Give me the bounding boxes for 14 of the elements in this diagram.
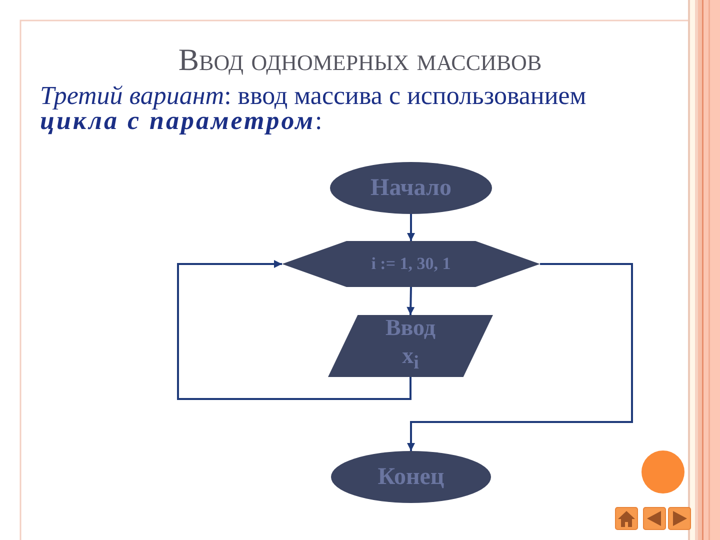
start-terminator <box>330 162 492 214</box>
node-text: Конец <box>378 462 444 492</box>
input-parallelogram <box>328 315 493 377</box>
loop-hexagon <box>282 241 540 287</box>
node-text: Начало <box>370 174 452 202</box>
arrow <box>407 214 415 241</box>
node-text: Ввод x$_{i}$ <box>384 314 437 376</box>
arrow <box>177 260 412 400</box>
arrow <box>406 286 415 316</box>
body-text: Третий вариант: ввод массива с использованием цикла с параметром: <box>40 83 588 133</box>
slide-title: Ввод одномерных массивов <box>177 42 543 78</box>
node-text: i := 1, 30, 1 <box>371 253 451 275</box>
arrow <box>407 263 633 451</box>
end-terminator <box>331 451 491 503</box>
